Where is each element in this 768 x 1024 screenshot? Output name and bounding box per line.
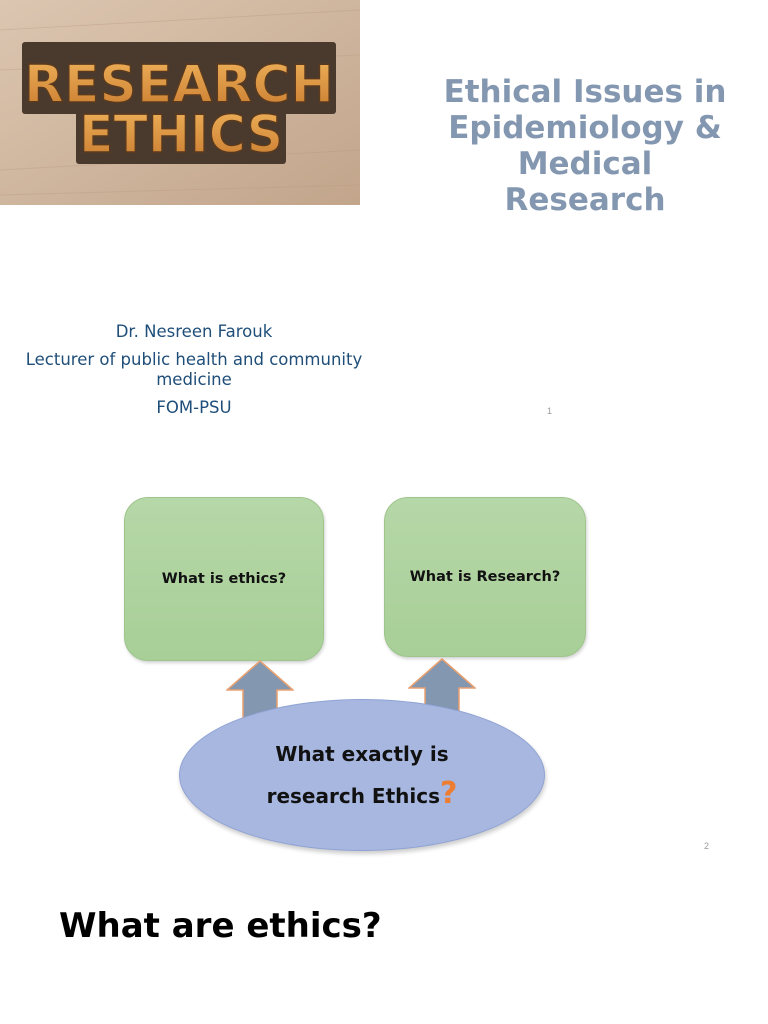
slide-title-line-2: Epidemiology &: [448, 110, 722, 146]
page-number-1: 1: [547, 406, 553, 416]
ellipse-line-2-text: research Ethics: [266, 784, 440, 808]
slide-title: Ethical Issues in Epidemiology & Medical…: [420, 74, 750, 218]
author-block: Dr. Nesreen Farouk Lecturer of public he…: [24, 322, 364, 426]
what-is-ethics-label: What is ethics?: [161, 571, 287, 587]
research-ethics-ellipse: What exactly is research Ethics?: [179, 699, 545, 851]
what-is-ethics-box: What is ethics?: [124, 497, 324, 661]
ellipse-line-2: research Ethics?: [266, 779, 458, 809]
slide-title-line-1: Ethical Issues in: [443, 74, 727, 110]
what-is-research-box: What is Research?: [384, 497, 586, 657]
author-name: Dr. Nesreen Farouk: [115, 322, 273, 341]
what-is-research-label: What is Research?: [409, 569, 561, 585]
author-role: Lecturer of public health and community …: [25, 350, 363, 389]
photo-word-research: RESEARCH: [24, 55, 334, 115]
slide-title-line-3: Medical: [517, 146, 653, 182]
question-mark: ?: [439, 776, 458, 811]
page-number-2: 2: [704, 841, 710, 851]
photo-word-ethics: ETHICS: [79, 105, 283, 165]
author-affiliation: FOM-PSU: [156, 398, 232, 417]
ellipse-line-1: What exactly is: [275, 742, 449, 766]
what-are-ethics-heading: What are ethics?: [59, 906, 382, 946]
research-ethics-photo: RESEARCH ETHICS: [0, 0, 360, 205]
slide-title-line-4: Research: [504, 182, 666, 218]
